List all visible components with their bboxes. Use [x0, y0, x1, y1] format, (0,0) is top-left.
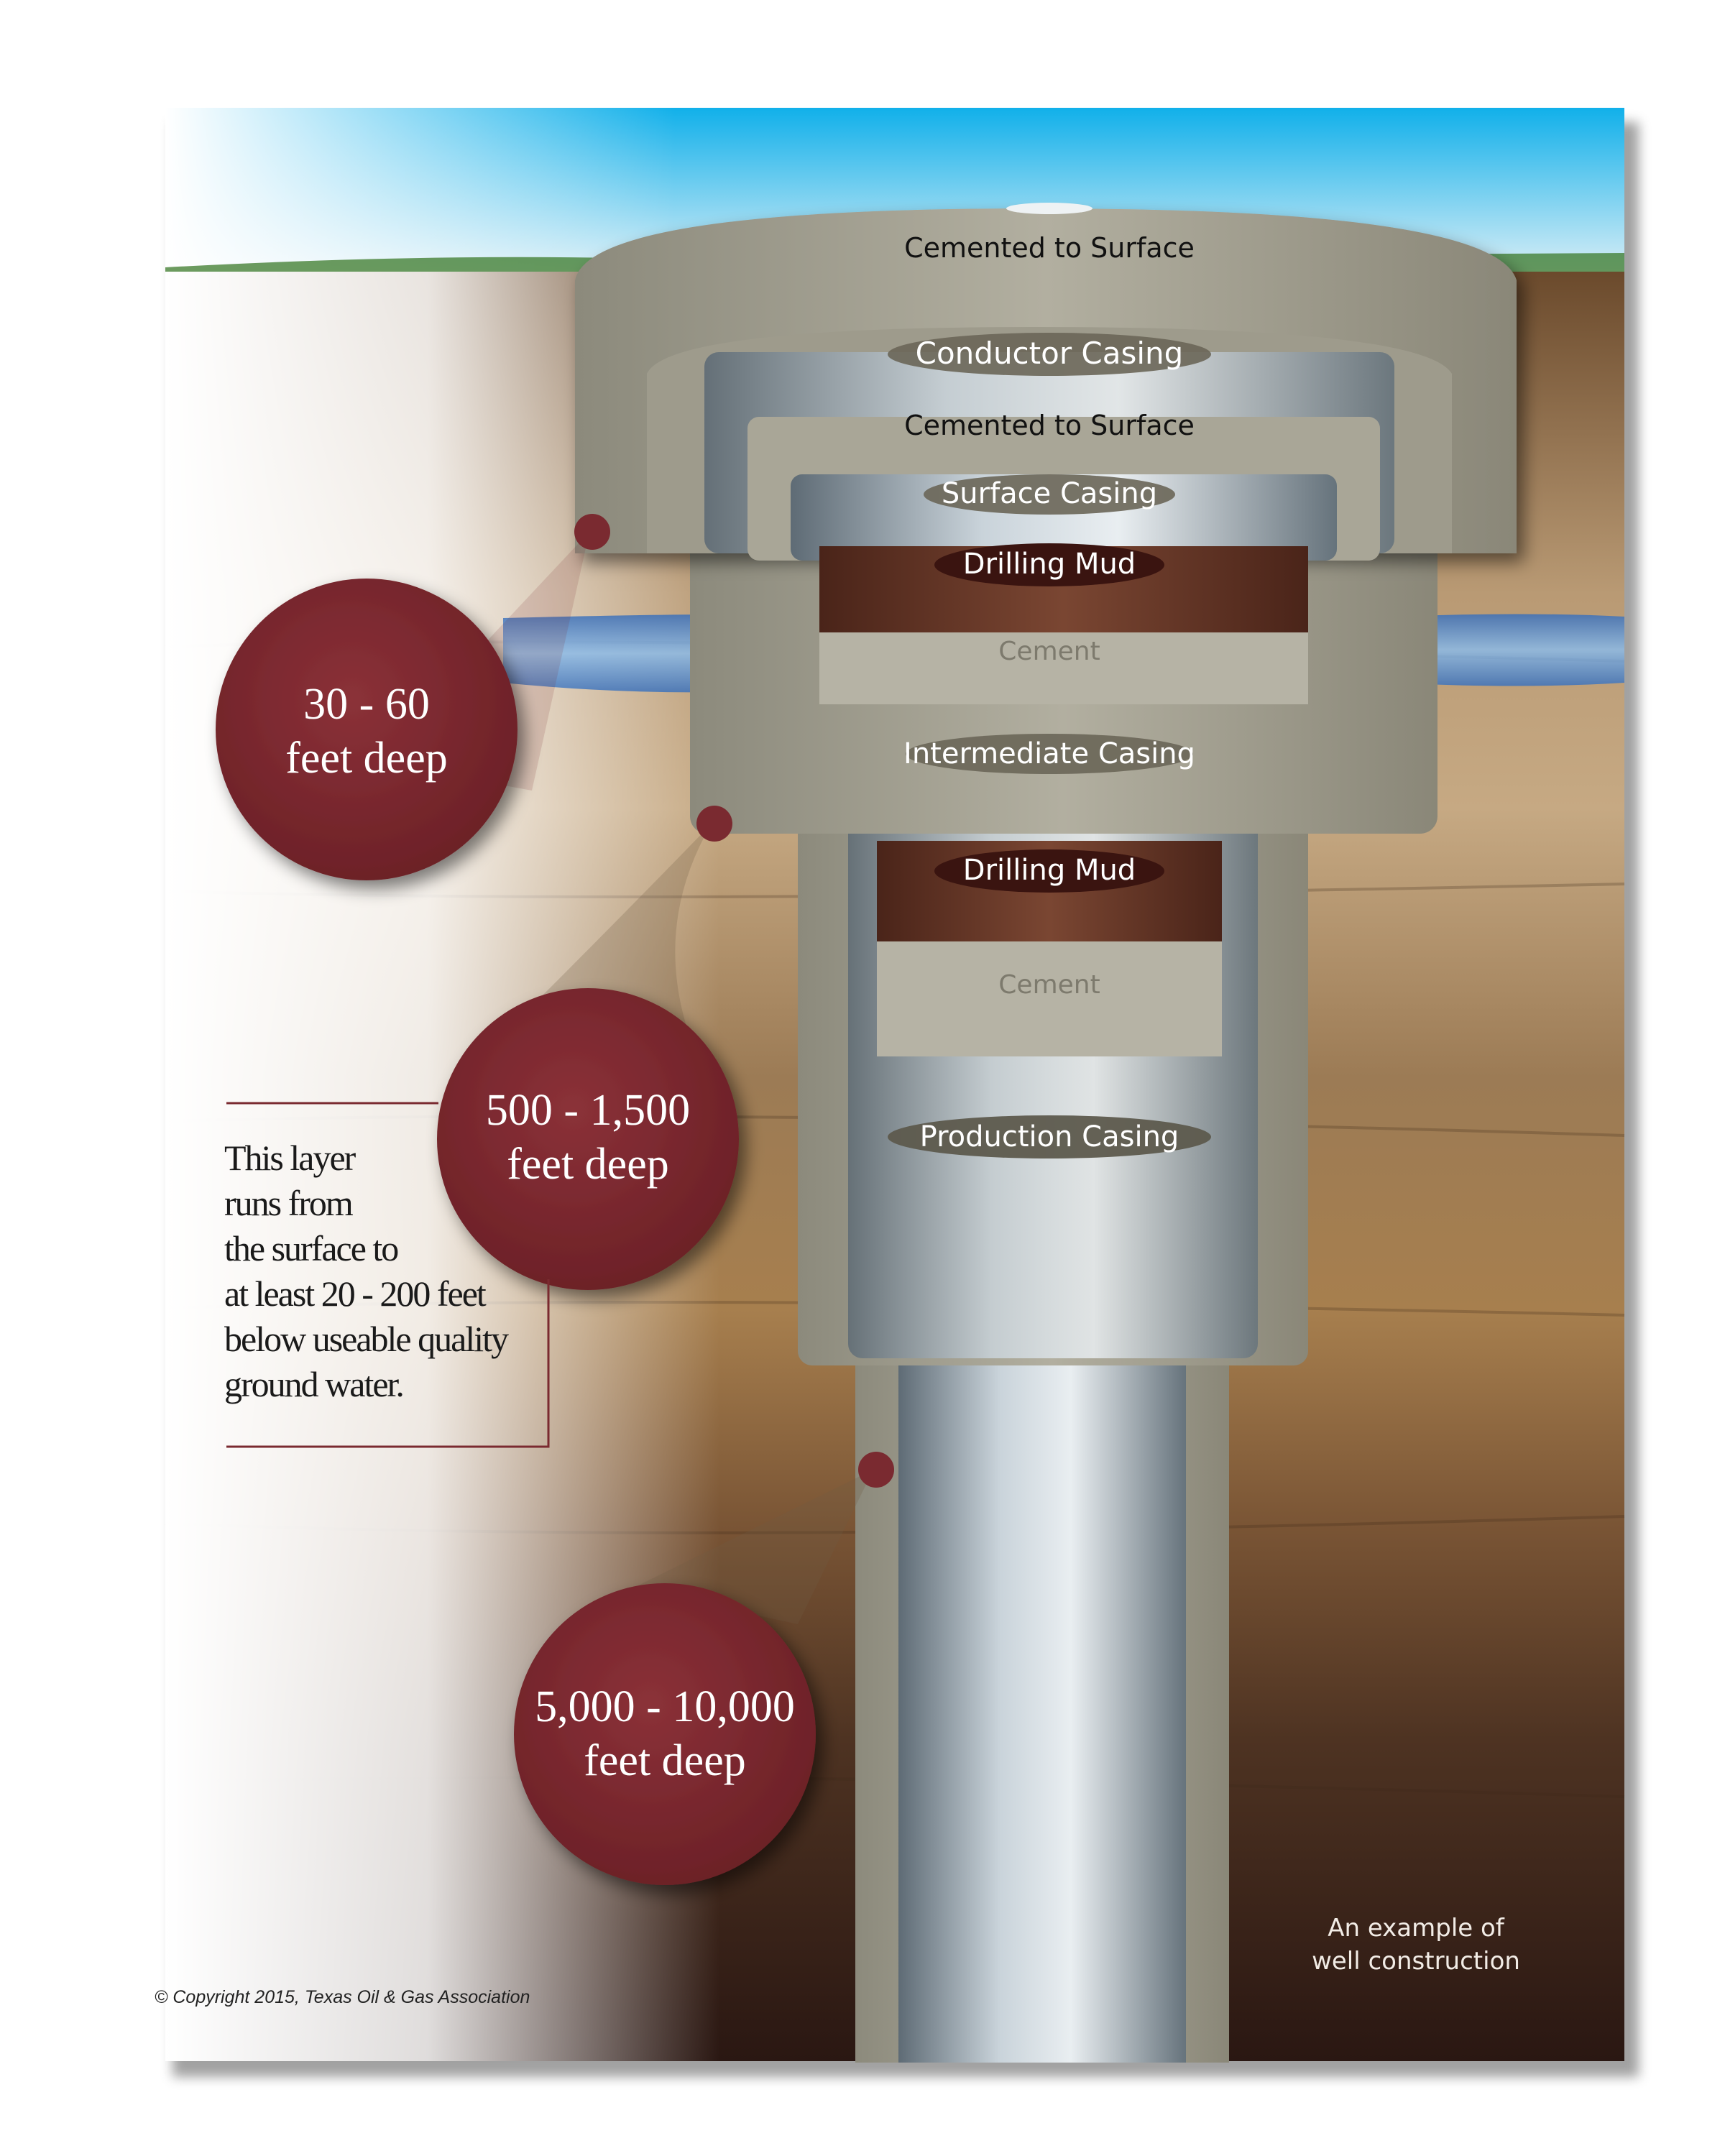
anchor-dot-3	[858, 1452, 894, 1488]
note-line: the surface to	[224, 1228, 399, 1268]
anchor-dot-1	[574, 514, 610, 550]
surface-casing-label: Surface Casing	[942, 477, 1157, 510]
depth-bubble-3	[514, 1583, 816, 1885]
note-line: runs from	[224, 1183, 354, 1223]
drilling-mud-label-1: Drilling Mud	[963, 548, 1136, 581]
production-casing-label: Production Casing	[920, 1120, 1179, 1153]
depth-bubble-1-line2: feet deep	[285, 734, 447, 783]
caption-line-1: An example of	[1328, 1914, 1504, 1943]
cement-band-2	[877, 941, 1222, 1056]
depth-bubble-2	[437, 988, 739, 1290]
note-line: This layer	[224, 1138, 356, 1178]
note-line: at least 20 - 200 feet	[224, 1273, 487, 1314]
copyright-notice: © Copyright 2015, Texas Oil & Gas Associ…	[155, 1987, 530, 2007]
depth-bubble-3-line1: 5,000 - 10,000	[535, 1682, 795, 1731]
drilling-mud-label-2: Drilling Mud	[963, 854, 1136, 887]
anchor-dot-2	[696, 806, 732, 842]
diagram-caption: An example of well construction	[1287, 1912, 1545, 1978]
note-line: ground water.	[224, 1364, 405, 1404]
depth-bubble-1-line1: 30 - 60	[303, 680, 430, 729]
caption-line-2: well construction	[1312, 1947, 1520, 1976]
depth-bubble-2-line1: 500 - 1,500	[486, 1086, 690, 1135]
note-bracket	[226, 1102, 550, 1448]
cemented-to-surface-top: Cemented to Surface	[904, 232, 1195, 264]
cemented-to-surface-second: Cemented to Surface	[904, 410, 1195, 441]
intermediate-casing-label: Intermediate Casing	[903, 737, 1195, 770]
depth-bubble-3-line2: feet deep	[584, 1736, 745, 1785]
conductor-casing-label: Conductor Casing	[916, 336, 1184, 371]
note-line: below useable quality	[224, 1319, 509, 1359]
cement-label-1: Cement	[998, 637, 1100, 666]
groundwater-note: This layer runs from the surface to at l…	[224, 1135, 562, 1407]
depth-bubble-2-line2: feet deep	[507, 1140, 668, 1189]
cement-label-2: Cement	[998, 970, 1100, 1000]
depth-bubble-1	[216, 579, 518, 880]
